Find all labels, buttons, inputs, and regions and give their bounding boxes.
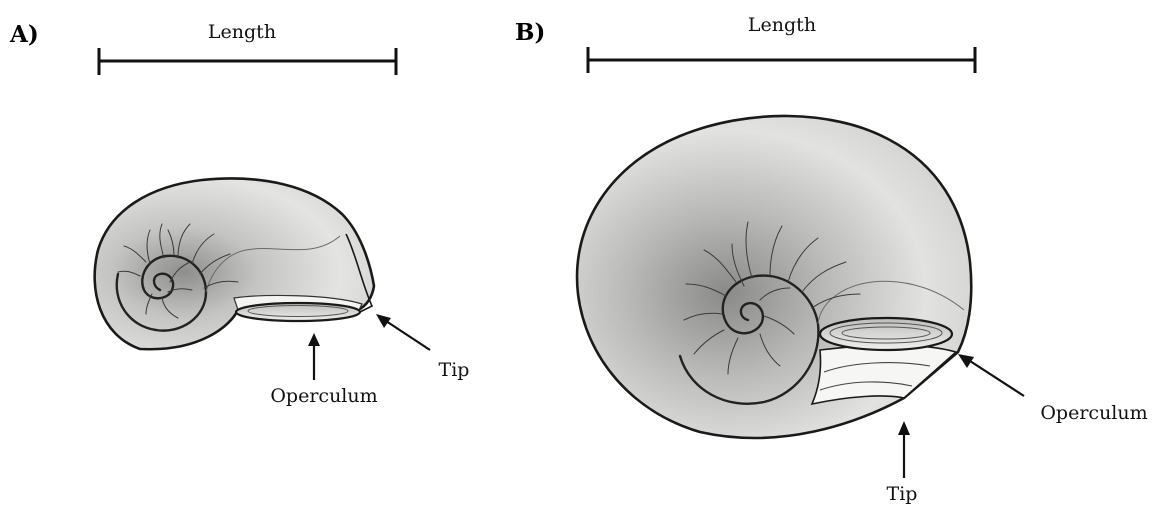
panel-a-length-scale	[99, 48, 396, 75]
panel-b-aperture	[812, 345, 956, 404]
panel-a-operculum-label: Operculum	[270, 385, 377, 407]
panel-a-letter: A)	[9, 21, 39, 48]
panel-a-shell	[95, 178, 374, 349]
panel-b-tip-label: Tip	[887, 483, 918, 505]
panel-a-operculum-arrow	[308, 333, 320, 380]
panel-b-shell	[577, 116, 971, 438]
panel-b-length-label: Length	[748, 14, 816, 36]
panel-b-letter: B)	[515, 19, 545, 46]
panel-a-tip-label: Tip	[439, 359, 470, 381]
panel-b-operculum-arrow	[958, 354, 1024, 396]
panel-a-length-label: Length	[208, 21, 276, 43]
panel-b-tip-arrow	[898, 421, 910, 478]
panel-a: A) Length	[9, 21, 469, 407]
panel-b-operculum-label: Operculum	[1040, 402, 1147, 424]
panel-b-length-scale	[588, 47, 975, 73]
panel-b: B) Length	[515, 14, 1148, 505]
panel-a-tip-arrow	[376, 314, 430, 350]
